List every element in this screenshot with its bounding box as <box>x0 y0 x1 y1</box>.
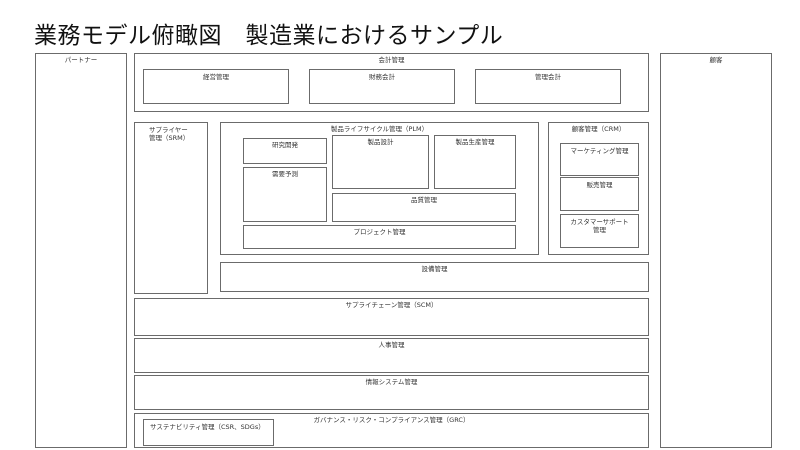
srm-box: サプライヤー 管理（SRM） <box>134 122 208 294</box>
equipment-label: 設備管理 <box>421 265 448 273</box>
managerial-accounting-box: 管理会計 <box>475 69 621 104</box>
page-title: 業務モデル俯瞰図 製造業におけるサンプル <box>34 23 504 49</box>
srm-label: サプライヤー 管理（SRM） <box>149 126 190 142</box>
production-box: 製品生産管理 <box>434 135 516 189</box>
sustainability-label: サステナビリティ管理（CSR、SDGs） <box>150 423 265 431</box>
financial-accounting-label: 財務会計 <box>369 73 395 81</box>
customer-box: 顧客 <box>660 53 772 448</box>
project-label: プロジェクト管理 <box>353 228 406 236</box>
sales-label: 販売管理 <box>586 181 613 189</box>
hr-box: 人事管理 <box>134 338 649 373</box>
financial-accounting-box: 財務会計 <box>309 69 455 104</box>
research-label: 研究開発 <box>272 141 298 149</box>
marketing-label: マーケティング管理 <box>570 147 629 155</box>
partner-box: パートナー <box>35 53 127 448</box>
customer-label: 顧客 <box>709 56 723 64</box>
grc-label: ガバナンス・リスク・コンプライアンス管理（GRC） <box>313 416 470 424</box>
managerial-accounting-label: 管理会計 <box>535 73 561 81</box>
partner-label: パートナー <box>64 56 98 64</box>
scm-box: サプライチェーン管理（SCM） <box>134 298 649 336</box>
project-box: プロジェクト管理 <box>243 225 516 249</box>
support-box: カスタマーサポート 管理 <box>560 214 639 248</box>
info-systems-label: 情報システム管理 <box>365 378 418 386</box>
demand-forecast-box: 需要予測 <box>243 167 327 222</box>
accounting-label: 会計管理 <box>378 56 405 64</box>
quality-box: 品質管理 <box>332 193 516 222</box>
marketing-box: マーケティング管理 <box>560 143 639 176</box>
crm-label: 顧客管理（CRM） <box>571 125 626 133</box>
scm-label: サプライチェーン管理（SCM） <box>345 301 438 309</box>
production-label: 製品生産管理 <box>455 138 495 146</box>
design-label: 製品設計 <box>367 138 394 146</box>
sustainability-box: サステナビリティ管理（CSR、SDGs） <box>143 419 274 446</box>
management-accounting-label: 経営管理 <box>203 73 229 81</box>
sales-box: 販売管理 <box>560 177 639 211</box>
plm-label: 製品ライフサイクル管理（PLM） <box>330 125 429 133</box>
management-accounting-box: 経営管理 <box>143 69 289 104</box>
quality-label: 品質管理 <box>411 196 437 204</box>
support-label: カスタマーサポート 管理 <box>570 218 629 234</box>
hr-label: 人事管理 <box>378 341 405 349</box>
equipment-box: 設備管理 <box>220 262 649 292</box>
info-systems-box: 情報システム管理 <box>134 375 649 410</box>
research-box: 研究開発 <box>243 138 327 164</box>
demand-forecast-label: 需要予測 <box>272 170 298 178</box>
design-box: 製品設計 <box>332 135 429 189</box>
